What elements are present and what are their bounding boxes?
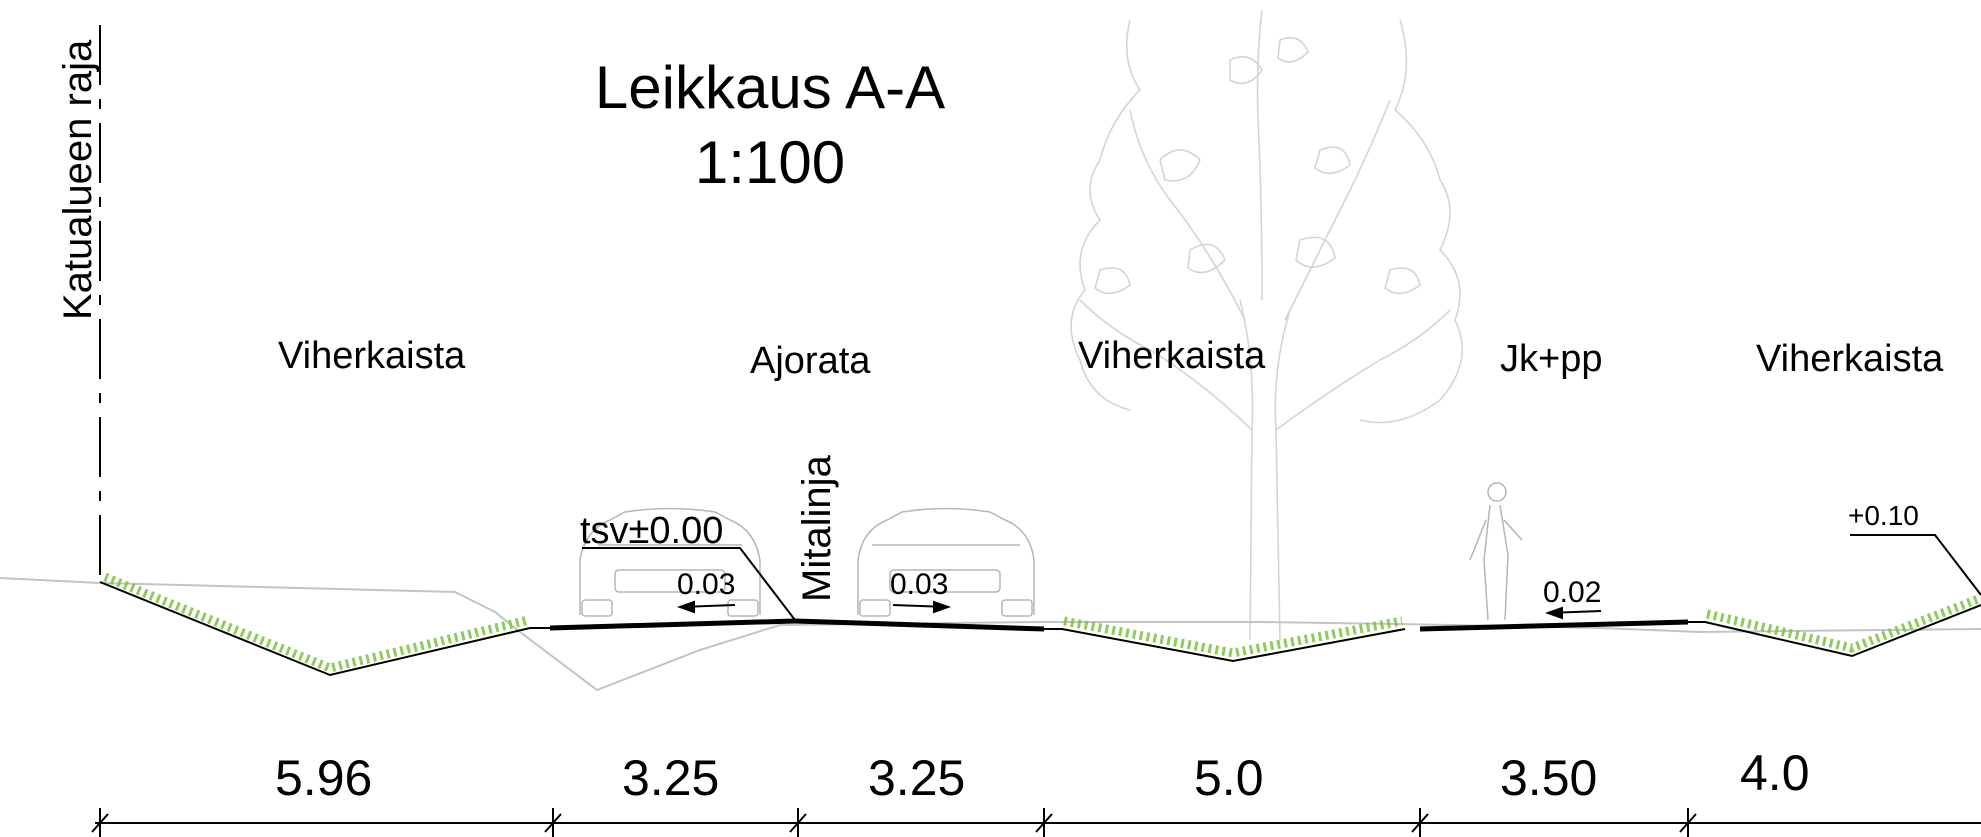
drawing-scale: 1:100 (694, 129, 846, 196)
dimension-value: 5.0 (1194, 750, 1264, 806)
dimension-value: 5.96 (275, 750, 373, 806)
design-profile (99, 581, 1981, 677)
car-right-illustration (857, 507, 1035, 617)
zone-label-footpath: Jk+pp (1500, 338, 1603, 380)
dimension-value: 3.25 (622, 750, 720, 806)
dimension-line (91, 808, 1981, 837)
car-left-illustration (579, 507, 761, 617)
carriageway-surface (549, 618, 796, 631)
slope-label-left-lane: 0.03 (677, 568, 736, 601)
dimension-value: 3.25 (868, 750, 966, 806)
slope-label-right-lane: 0.03 (890, 568, 949, 601)
zone-label-green-strip-2: Viherkaista (1078, 335, 1266, 377)
grass-hatching (103, 572, 1981, 673)
zone-label-green-strip-3: Viherkaista (1756, 338, 1944, 380)
right-level-label: +0.10 (1848, 500, 1919, 531)
slope-arrows (677, 600, 1602, 620)
boundary-label: Katualueen raja (56, 39, 100, 320)
dimension-value: 3.50 (1500, 750, 1598, 806)
drawing-title: Leikkaus A-A (594, 54, 946, 121)
centerline-label: Mitalinja (795, 455, 839, 602)
slope-label-footpath: 0.02 (1543, 576, 1602, 609)
existing-ground-line (0, 577, 1981, 692)
zone-label-green-strip-1: Viherkaista (278, 335, 466, 377)
pedestrian-illustration (1469, 482, 1523, 621)
zone-label-carriageway: Ajorata (750, 340, 871, 382)
road-level-label: tsv±0.00 (580, 510, 724, 552)
tree-illustration (1070, 9, 1463, 641)
road-level-leader (582, 547, 796, 621)
cycle-path-surface (1419, 619, 1689, 632)
right-level-leader (1850, 534, 1981, 596)
dimension-value: 4.0 (1740, 745, 1810, 801)
